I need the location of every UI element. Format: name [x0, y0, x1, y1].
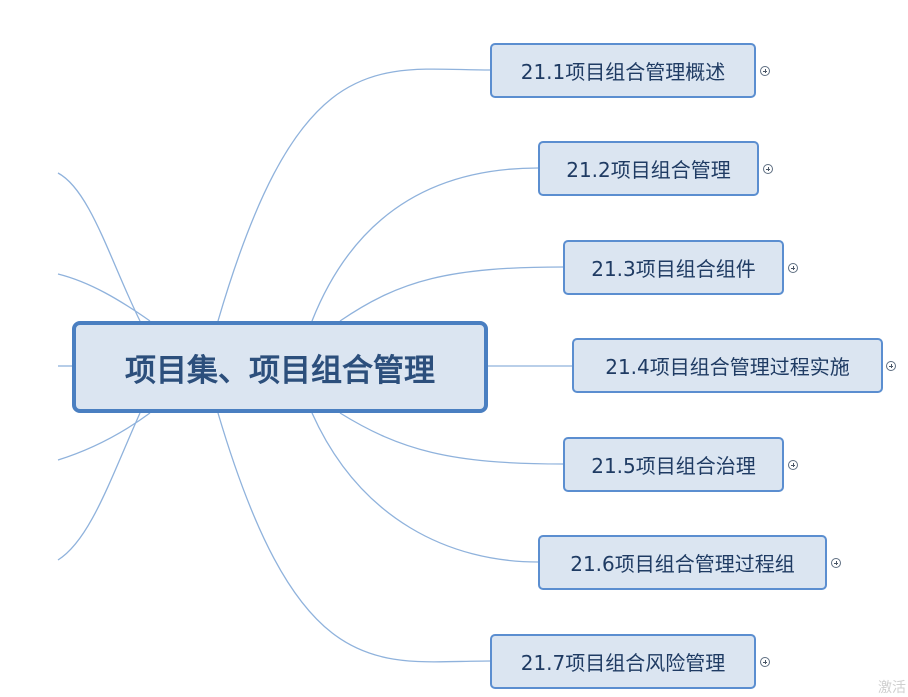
connector-left-2 — [57, 273, 151, 322]
connector-left-1 — [57, 172, 141, 322]
expand-plus-icon[interactable] — [760, 657, 770, 667]
topic-21-5[interactable]: 21.5项目组合治理 — [563, 437, 784, 492]
topic-21-1[interactable]: 21.1项目组合管理概述 — [490, 43, 756, 98]
topic-21-4[interactable]: 21.4项目组合管理过程实施 — [572, 338, 883, 393]
watermark: 激活 — [878, 680, 906, 696]
expand-plus-icon[interactable] — [788, 460, 798, 470]
connector-branch-5 — [339, 412, 564, 465]
connector-branch-6 — [311, 412, 539, 563]
root-topic[interactable]: 项目集、项目组合管理 — [72, 321, 488, 413]
expand-plus-icon[interactable] — [763, 164, 773, 174]
topic-21-7[interactable]: 21.7项目组合风险管理 — [490, 634, 756, 689]
connector-branch-2 — [311, 167, 539, 322]
connector-left-5 — [57, 412, 141, 561]
expand-plus-icon[interactable] — [831, 558, 841, 568]
expand-plus-icon[interactable] — [886, 361, 896, 371]
connector-left-4 — [57, 412, 151, 461]
topic-21-6[interactable]: 21.6项目组合管理过程组 — [538, 535, 827, 590]
expand-plus-icon[interactable] — [760, 66, 770, 76]
topic-21-2[interactable]: 21.2项目组合管理 — [538, 141, 759, 196]
topic-21-3[interactable]: 21.3项目组合组件 — [563, 240, 784, 295]
connector-branch-1 — [217, 68, 491, 322]
connector-branch-7 — [217, 412, 491, 663]
connector-branch-3 — [339, 266, 564, 322]
expand-plus-icon[interactable] — [788, 263, 798, 273]
